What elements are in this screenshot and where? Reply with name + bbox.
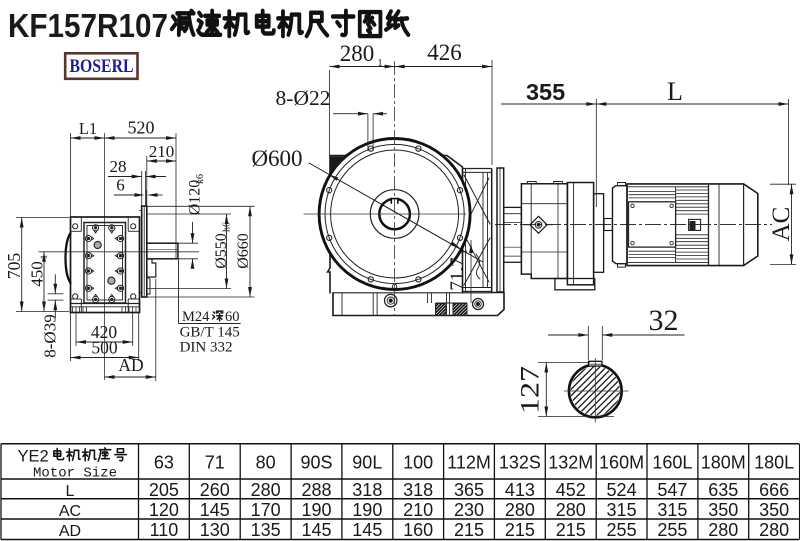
svg-text:90S: 90S <box>300 452 332 472</box>
svg-text:170: 170 <box>251 500 281 520</box>
svg-text:318: 318 <box>403 480 433 500</box>
svg-text:KF157R107: KF157R107 <box>8 7 168 44</box>
svg-text:132S: 132S <box>499 452 541 472</box>
svg-text:180M: 180M <box>701 452 746 472</box>
svg-text:190: 190 <box>352 500 382 520</box>
svg-text:255: 255 <box>657 520 687 540</box>
svg-text:145: 145 <box>301 520 331 540</box>
svg-text:GB/T 145: GB/T 145 <box>180 325 240 341</box>
svg-text:280: 280 <box>708 520 738 540</box>
svg-text:132M: 132M <box>548 452 593 472</box>
svg-text:Motor Size: Motor Size <box>33 466 117 482</box>
svg-text:135: 135 <box>251 520 281 540</box>
svg-text:280: 280 <box>340 41 375 66</box>
svg-text:28: 28 <box>110 157 127 176</box>
svg-text:160M: 160M <box>599 452 644 472</box>
svg-text:420: 420 <box>91 322 118 342</box>
svg-text:Ø550: Ø550 <box>213 233 230 269</box>
svg-text:350: 350 <box>708 500 738 520</box>
svg-text:60: 60 <box>225 309 240 325</box>
svg-text:8-Ø39: 8-Ø39 <box>41 314 60 357</box>
svg-text:520: 520 <box>128 118 155 138</box>
svg-text:160L: 160L <box>652 452 692 472</box>
svg-text:1: 1 <box>377 57 383 69</box>
svg-text:413: 413 <box>505 480 535 500</box>
svg-text:190: 190 <box>301 500 331 520</box>
svg-text:666: 666 <box>759 480 789 500</box>
svg-text:80: 80 <box>256 452 276 472</box>
svg-text:32: 32 <box>649 304 679 337</box>
svg-text:260: 260 <box>200 480 230 500</box>
svg-text:Ø600: Ø600 <box>251 146 302 171</box>
svg-text:547: 547 <box>657 480 687 500</box>
svg-text:215: 215 <box>454 520 484 540</box>
svg-text:BOSERL: BOSERL <box>70 56 134 77</box>
svg-text:280: 280 <box>759 520 789 540</box>
svg-text:112M: 112M <box>447 452 491 472</box>
svg-text:280: 280 <box>505 500 535 520</box>
svg-text:AD: AD <box>118 355 143 375</box>
svg-text:M24: M24 <box>182 309 210 325</box>
svg-text:71.7: 71.7 <box>447 257 468 290</box>
svg-text:h6: h6 <box>222 222 233 232</box>
svg-text:635: 635 <box>708 480 738 500</box>
svg-text:452: 452 <box>556 480 586 500</box>
svg-text:90L: 90L <box>352 452 382 472</box>
svg-text:AD: AD <box>59 523 81 540</box>
svg-text:160: 160 <box>403 520 433 540</box>
svg-text:130: 130 <box>200 520 230 540</box>
svg-text:110: 110 <box>150 520 179 540</box>
svg-text:355: 355 <box>526 79 565 105</box>
svg-text:DIN 332: DIN 332 <box>180 340 233 356</box>
svg-text:215: 215 <box>556 520 586 540</box>
svg-text:127: 127 <box>516 366 545 414</box>
svg-text:230: 230 <box>454 500 484 520</box>
svg-text:AC: AC <box>59 503 81 520</box>
svg-text:145: 145 <box>200 500 230 520</box>
svg-text:450: 450 <box>28 261 47 287</box>
svg-text:180L: 180L <box>754 452 794 472</box>
svg-text:k6: k6 <box>195 174 206 184</box>
svg-text:210: 210 <box>403 500 433 520</box>
svg-text:315: 315 <box>607 500 637 520</box>
svg-text:L1: L1 <box>79 119 97 138</box>
svg-text:L: L <box>667 77 683 106</box>
svg-text:288: 288 <box>301 480 331 500</box>
svg-text:350: 350 <box>759 500 789 520</box>
svg-text:71: 71 <box>205 452 225 472</box>
svg-text:100: 100 <box>403 452 433 472</box>
svg-text:315: 315 <box>657 500 687 520</box>
svg-text:1: 1 <box>458 249 470 255</box>
svg-text:6: 6 <box>116 176 125 195</box>
svg-text:280: 280 <box>251 480 281 500</box>
svg-text:AC: AC <box>768 207 795 242</box>
svg-text:365: 365 <box>454 480 484 500</box>
svg-text:Ø120: Ø120 <box>187 180 204 216</box>
svg-text:63: 63 <box>154 452 174 472</box>
svg-text:255: 255 <box>607 520 637 540</box>
svg-text:318: 318 <box>352 480 382 500</box>
svg-text:705: 705 <box>4 253 24 280</box>
svg-text:YE2: YE2 <box>18 448 49 466</box>
svg-text:145: 145 <box>352 520 382 540</box>
svg-text:210: 210 <box>149 142 175 161</box>
svg-text:L: L <box>66 483 75 500</box>
svg-text:524: 524 <box>607 480 637 500</box>
svg-text:205: 205 <box>149 480 179 500</box>
svg-text:426: 426 <box>427 40 462 65</box>
svg-text:280: 280 <box>556 500 586 520</box>
svg-text:120: 120 <box>149 500 179 520</box>
svg-text:215: 215 <box>505 520 535 540</box>
svg-text:8-Ø22: 8-Ø22 <box>276 86 331 110</box>
svg-text:500: 500 <box>91 338 118 358</box>
svg-text:Ø660: Ø660 <box>235 233 252 269</box>
